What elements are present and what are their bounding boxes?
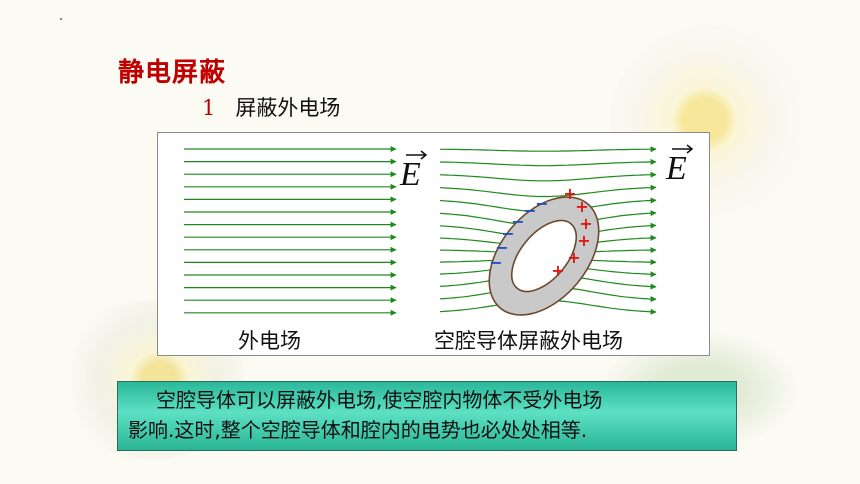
positive-charge: + xyxy=(563,184,576,203)
positive-charge: + xyxy=(577,231,590,250)
negative-charge: − xyxy=(489,253,502,272)
negative-charge: − xyxy=(511,212,524,231)
negative-charge: − xyxy=(523,201,536,220)
page-title: 静电屏蔽 xyxy=(118,58,227,88)
vector-arrow-right xyxy=(672,144,694,154)
uniform-field-lines xyxy=(184,146,397,316)
hollow-conductor xyxy=(488,196,600,316)
field-line xyxy=(439,158,657,167)
field-symbol-left: E xyxy=(399,156,421,193)
section-number: 1 xyxy=(202,96,216,120)
negative-charge: − xyxy=(495,238,508,257)
field-line xyxy=(439,171,657,182)
positive-charge: + xyxy=(579,214,592,233)
field-line xyxy=(439,146,657,153)
vector-arrow-left xyxy=(406,150,428,160)
section-heading-text: 屏蔽外电场 xyxy=(235,96,341,120)
surface-charges: −−−−−−++++++ xyxy=(489,184,592,280)
section-heading: 1 屏蔽外电场 xyxy=(202,92,340,122)
caption-shielded-field: 空腔导体屏蔽外电场 xyxy=(434,329,623,353)
explanation-line-1: 空腔导体可以屏蔽外电场,使空腔内物体不受外电场 xyxy=(156,388,603,412)
negative-charge: − xyxy=(535,194,548,213)
corner-dot xyxy=(60,18,62,20)
positive-charge: + xyxy=(575,197,588,216)
explanation-line-2: 影响.这时,整个空腔导体和腔内的电势也必处处相等. xyxy=(128,418,588,442)
positive-charge: + xyxy=(567,248,580,267)
caption-external-field: 外电场 xyxy=(238,329,301,353)
positive-charge: + xyxy=(551,261,564,280)
negative-charge: − xyxy=(501,224,514,243)
field-symbol-right: E xyxy=(665,150,687,187)
field-diagram-canvas: −−−−−−++++++ E E xyxy=(184,144,694,316)
explanation-box: 空腔导体可以屏蔽外电场,使空腔内物体不受外电场 影响.这时,整个空腔导体和腔内的… xyxy=(117,381,737,451)
field-line xyxy=(439,184,657,198)
field-diagram: −−−−−−++++++ E E 外电场 空腔导体屏蔽外电场 xyxy=(157,132,710,356)
